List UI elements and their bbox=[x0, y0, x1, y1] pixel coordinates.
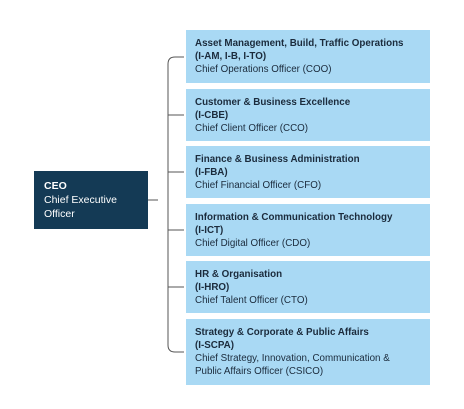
unit-officer-line1: Chief Strategy, Innovation, Communicatio… bbox=[195, 353, 390, 364]
ceo-box: CEO Chief Executive Officer bbox=[34, 171, 148, 229]
unit-code: (I-HRO) bbox=[195, 282, 230, 293]
unit-code: (I-CBE) bbox=[195, 110, 229, 121]
unit-officer: Chief Talent Officer (CTO) bbox=[195, 295, 308, 306]
unit-name: Information & Communication Technology bbox=[195, 212, 393, 223]
unit-box-hr-organisation: HR & Organisation (I-HRO) Chief Talent O… bbox=[186, 261, 430, 313]
unit-code: (I-SCPA) bbox=[195, 340, 235, 351]
ceo-role-line1: Chief Executive bbox=[44, 194, 117, 206]
unit-box-asset-management: Asset Management, Build, Traffic Operati… bbox=[186, 30, 430, 83]
unit-box-information-communication-technology: Information & Communication Technology (… bbox=[186, 204, 430, 256]
unit-officer: Chief Digital Officer (CDO) bbox=[195, 238, 311, 249]
unit-name: HR & Organisation bbox=[195, 269, 283, 280]
unit-box-customer-business-excellence: Customer & Business Excellence (I-CBE) C… bbox=[186, 89, 430, 141]
unit-name: Finance & Business Administration bbox=[195, 154, 360, 165]
connector-trunk bbox=[167, 56, 184, 353]
unit-code: (I-ICT) bbox=[195, 225, 224, 236]
unit-officer: Chief Financial Officer (CFO) bbox=[195, 180, 322, 191]
unit-code: (I-AM, I-B, I-TO) bbox=[195, 51, 267, 62]
unit-officer-line2: Public Affairs Officer (CSICO) bbox=[195, 366, 324, 377]
unit-officer: Chief Client Officer (CCO) bbox=[195, 123, 309, 134]
unit-name: Asset Management, Build, Traffic Operati… bbox=[195, 38, 404, 49]
unit-officer: Chief Operations Officer (COO) bbox=[195, 64, 332, 75]
unit-box-strategy-corporate-public-affairs: Strategy & Corporate & Public Affairs (I… bbox=[186, 319, 430, 385]
unit-code: (I-FBA) bbox=[195, 167, 228, 178]
unit-name: Strategy & Corporate & Public Affairs bbox=[195, 327, 369, 338]
ceo-role-line2: Officer bbox=[44, 208, 75, 220]
unit-name: Customer & Business Excellence bbox=[195, 97, 351, 108]
unit-box-finance-business-administration: Finance & Business Administration (I-FBA… bbox=[186, 146, 430, 198]
ceo-title: CEO bbox=[44, 180, 67, 192]
